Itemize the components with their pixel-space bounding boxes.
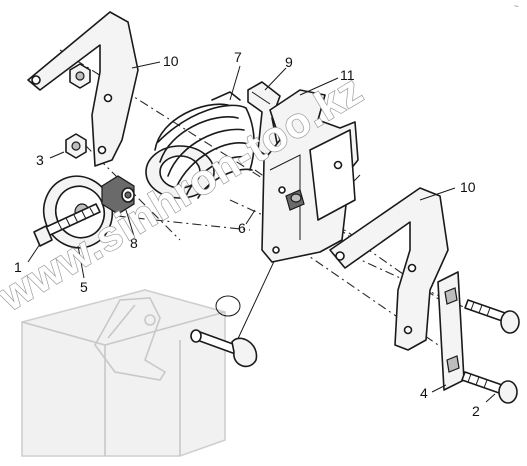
callout-2: 2	[472, 403, 480, 419]
ghost-lever	[94, 297, 167, 381]
pin-6	[285, 189, 305, 211]
leader-lines	[27, 61, 496, 403]
strap-4	[437, 271, 465, 391]
bracket-11	[261, 89, 359, 263]
plate-10-top	[27, 11, 139, 167]
bolt-2-lower	[461, 371, 518, 404]
callout-3: 3	[36, 152, 44, 168]
callout-5: 5	[80, 279, 88, 295]
cotter-pin	[190, 329, 258, 368]
callout-7: 7	[234, 49, 242, 65]
ring-clip	[215, 295, 241, 317]
callout-9: 9	[285, 54, 293, 70]
nut-8	[101, 175, 135, 215]
callout-11: 11	[340, 67, 355, 83]
nut-3-upper	[69, 63, 91, 89]
callout-10-right: 10	[460, 179, 476, 195]
callout-6: 6	[238, 220, 246, 236]
corner-mark: ~	[514, 2, 519, 11]
plate-10-right	[329, 187, 449, 351]
callout-4: 4	[420, 385, 428, 401]
bolt-1	[33, 203, 101, 247]
spring-7	[145, 91, 255, 199]
nut-3-lower	[65, 133, 87, 159]
callout-8: 8	[130, 235, 138, 251]
callout-10-top: 10	[163, 53, 179, 69]
bolt-2-upper	[464, 299, 520, 334]
callout-1: 1	[14, 259, 22, 275]
